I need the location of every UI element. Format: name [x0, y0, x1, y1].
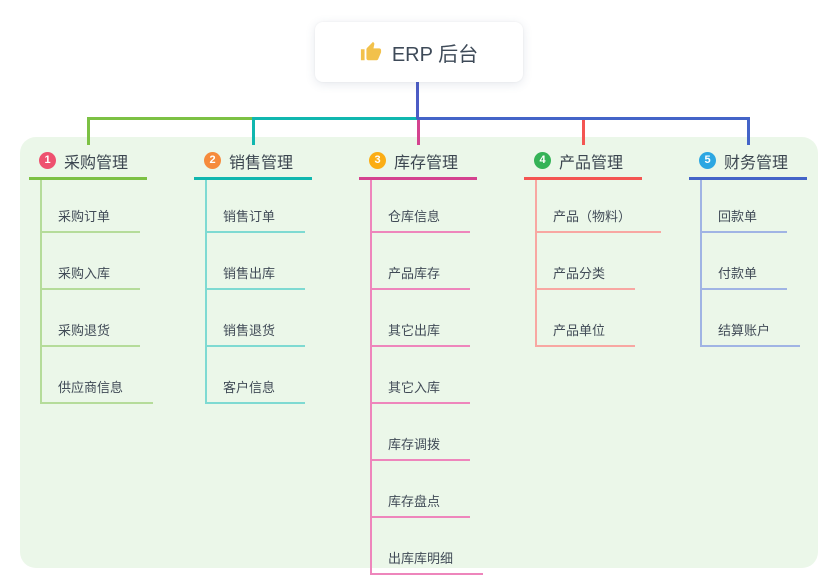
branches-panel-background: [20, 137, 818, 568]
root-connector-stem: [416, 82, 419, 119]
branch-item[interactable]: 采购订单: [42, 180, 141, 233]
branch: 5 财务管理 回款单付款单结算账户: [689, 144, 807, 347]
branch-label[interactable]: 2 销售管理: [194, 144, 312, 180]
branch-item[interactable]: 出库库明细: [372, 518, 484, 575]
branch-items: 回款单付款单结算账户: [700, 180, 801, 347]
connector-drop: [582, 117, 585, 145]
branch-number-badge: 4: [534, 152, 551, 169]
thumbs-up-icon: [360, 41, 381, 61]
branch: 1 采购管理 采购订单采购入库采购退货供应商信息: [29, 144, 154, 404]
branch-item[interactable]: 采购退货: [42, 290, 141, 347]
branch-label[interactable]: 4 产品管理: [524, 144, 642, 180]
branch-items: 采购订单采购入库采购退货供应商信息: [40, 180, 154, 404]
branch-item[interactable]: 结算账户: [702, 290, 801, 347]
branch-item[interactable]: 其它入库: [372, 347, 471, 404]
connector-drop: [747, 117, 750, 145]
branch-item[interactable]: 仓库信息: [372, 180, 471, 233]
branch-item[interactable]: 其它出库: [372, 290, 471, 347]
branch-item[interactable]: 销售订单: [207, 180, 306, 233]
branch-item[interactable]: 供应商信息: [42, 347, 154, 404]
branch-item[interactable]: 付款单: [702, 233, 788, 290]
branch: 2 销售管理 销售订单销售出库销售退货客户信息: [194, 144, 312, 404]
branch-number-badge: 5: [699, 152, 716, 169]
branch: 4 产品管理 产品（物料）产品分类产品单位: [524, 144, 662, 347]
root-node[interactable]: ERP 后台: [315, 22, 523, 82]
branch-title: 产品管理: [559, 154, 624, 172]
connector-drop: [252, 117, 255, 145]
connector-horizontal: [252, 117, 420, 120]
root-node-label: ERP 后台: [391, 43, 479, 66]
branch-items: 产品（物料）产品分类产品单位: [535, 180, 662, 347]
branch-title: 财务管理: [724, 154, 789, 172]
branch-number-badge: 3: [369, 152, 386, 169]
branch-title: 库存管理: [394, 154, 459, 172]
branch-item[interactable]: 回款单: [702, 180, 788, 233]
connector-drop: [87, 117, 90, 145]
branch-item[interactable]: 销售出库: [207, 233, 306, 290]
connector-horizontal: [417, 117, 750, 120]
branch-number-badge: 1: [39, 152, 56, 169]
branch-label[interactable]: 1 采购管理: [29, 144, 147, 180]
branch-item[interactable]: 产品库存: [372, 233, 471, 290]
branch-items: 仓库信息产品库存其它出库其它入库库存调拨库存盘点出库库明细: [370, 180, 484, 575]
branch-item[interactable]: 采购入库: [42, 233, 141, 290]
branch-number-badge: 2: [204, 152, 221, 169]
branch-label[interactable]: 3 库存管理: [359, 144, 477, 180]
branch-title: 销售管理: [229, 154, 294, 172]
branch: 3 库存管理 仓库信息产品库存其它出库其它入库库存调拨库存盘点出库库明细: [359, 144, 484, 575]
branch-title: 采购管理: [64, 154, 129, 172]
branch-item[interactable]: 产品（物料）: [537, 180, 662, 233]
branch-item[interactable]: 产品分类: [537, 233, 636, 290]
branch-items: 销售订单销售出库销售退货客户信息: [205, 180, 306, 404]
branch-item[interactable]: 产品单位: [537, 290, 636, 347]
branch-item[interactable]: 客户信息: [207, 347, 306, 404]
branch-item[interactable]: 库存调拨: [372, 404, 471, 461]
connector-drop: [417, 117, 420, 145]
branch-item[interactable]: 销售退货: [207, 290, 306, 347]
branch-item[interactable]: 库存盘点: [372, 461, 471, 518]
branch-label[interactable]: 5 财务管理: [689, 144, 807, 180]
